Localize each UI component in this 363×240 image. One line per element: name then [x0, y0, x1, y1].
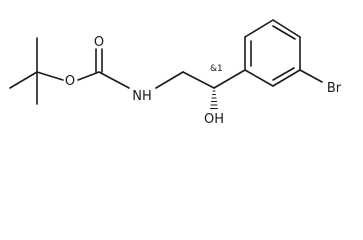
bond-tbu-to-oxygen — [36, 71, 64, 81]
bond-nh-to-ch2 — [155, 71, 184, 89]
chemical-structure: O O NH OH Br &1 — [9, 19, 342, 127]
carbonyl-oxygen-label: O — [94, 35, 104, 50]
benzene-ring — [244, 19, 301, 87]
bond-carbonyl-to-nh — [98, 71, 130, 89]
bond-stereocenter-to-ring — [213, 69, 246, 89]
hydroxyl-label: OH — [204, 112, 224, 127]
hashed-wedge-bond — [209, 90, 219, 110]
stereo-descriptor: &1 — [210, 64, 223, 74]
bond-oxygen-to-carbonyl — [77, 71, 100, 81]
bond-ring-to-bromine — [299, 69, 323, 83]
bond-ch2-to-stereocenter — [182, 71, 215, 89]
bromine-label: Br — [327, 81, 342, 96]
amine-label: NH — [132, 89, 152, 104]
ether-oxygen-label: O — [65, 74, 75, 89]
bond-tbu-methyl-left — [9, 71, 38, 89]
